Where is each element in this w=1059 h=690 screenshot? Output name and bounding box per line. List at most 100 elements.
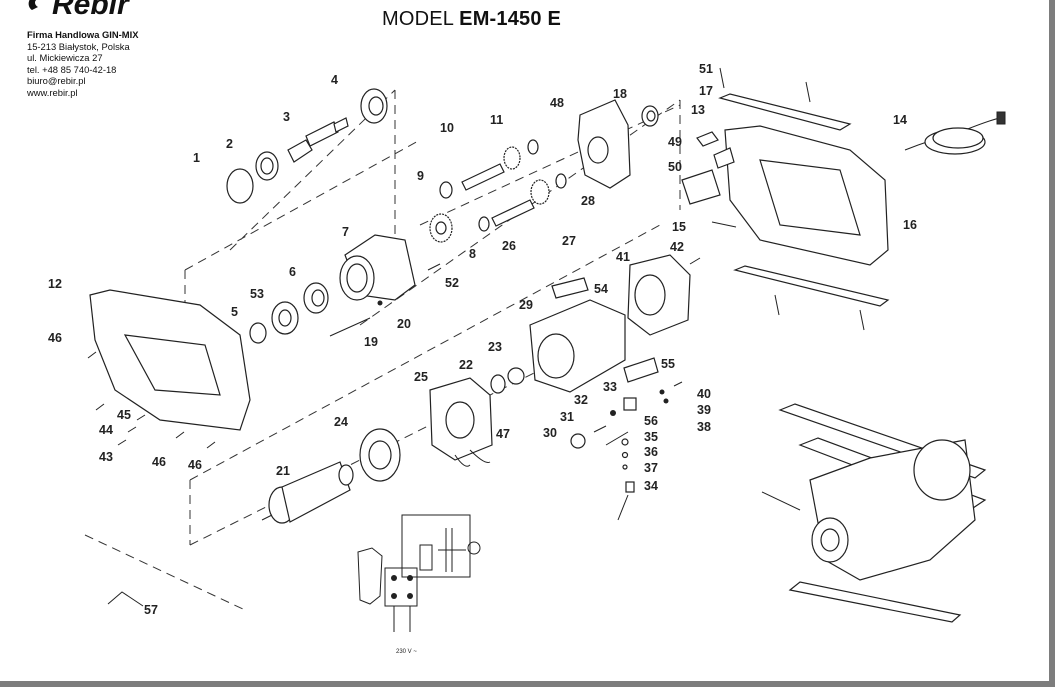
part-rear-cap: [627, 254, 691, 336]
label-part-18: 18: [613, 87, 627, 101]
company-email: biuro@rebir.pl: [27, 75, 86, 87]
part-bearing: [490, 367, 525, 394]
label-part-11: 11: [490, 113, 503, 127]
part-screws: [87, 351, 216, 449]
label-part-19: 19: [364, 335, 378, 349]
label-part-32: 32: [574, 393, 588, 407]
label-part-9: 9: [417, 169, 424, 183]
label-part-46b: 46: [152, 455, 166, 469]
company-address-1: 15-213 Białystok, Polska: [27, 40, 130, 52]
part-ring: [249, 322, 267, 344]
company-name: Firma Handlowa GIN-MIX: [27, 29, 139, 40]
label-part-28: 28: [581, 194, 595, 208]
label-part-51: 51: [699, 62, 713, 76]
label-part-13: 13: [691, 103, 705, 117]
label-part-27: 27: [562, 234, 576, 248]
part-handle-left: [89, 289, 251, 431]
label-part-3: 3: [283, 110, 290, 124]
label-part-20: 20: [397, 317, 411, 331]
label-part-41: 41: [616, 250, 630, 264]
model-name: EM-1450 E: [459, 8, 562, 30]
label-part-6: 6: [289, 265, 296, 279]
label-part-30: 30: [543, 426, 557, 440]
label-part-55: 55: [661, 357, 675, 371]
label-part-43: 43: [99, 450, 113, 464]
label-part-2: 2: [226, 137, 233, 151]
part-bearing: [303, 282, 329, 314]
label-part-52: 52: [445, 276, 459, 290]
part-bar: [718, 93, 890, 307]
label-part-17: 17: [699, 84, 713, 98]
label-part-50: 50: [668, 160, 682, 174]
label-part-26: 26: [502, 239, 516, 253]
part-stator: [429, 377, 493, 467]
label-part-47: 47: [496, 427, 510, 441]
voltage-label: 230 V ~: [396, 649, 417, 655]
label-part-5: 5: [231, 305, 238, 319]
label-part-12: 12: [48, 277, 62, 291]
model-title: MODEL EM-1450 E: [382, 8, 561, 31]
label-part-24: 24: [334, 415, 348, 429]
label-part-25: 25: [414, 370, 428, 384]
label-part-57: 57: [144, 603, 158, 617]
label-part-35: 35: [644, 430, 658, 444]
label-part-39: 39: [697, 403, 711, 417]
model-prefix: MODEL: [382, 8, 454, 30]
part-armature: [261, 461, 354, 524]
part-screw: [689, 257, 701, 265]
label-part-34: 34: [644, 479, 658, 493]
part-shaft-gear: [439, 139, 539, 199]
label-part-38: 38: [697, 420, 711, 434]
part-power-cable: [904, 111, 1006, 155]
label-part-49: 49: [668, 135, 682, 149]
label-part-8: 8: [469, 247, 476, 261]
part-second-shaft: [478, 173, 567, 232]
part-circlip: [226, 168, 254, 204]
company-info: Firma Handlowa GIN-MIX 15-213 Białystok,…: [27, 29, 138, 99]
part-screw: [711, 221, 737, 228]
label-part-10: 10: [440, 121, 454, 135]
label-part-23: 23: [488, 340, 502, 354]
part-labels: [551, 277, 659, 383]
label-part-33: 33: [603, 380, 617, 394]
part-bearing: [360, 88, 388, 124]
label-part-54: 54: [594, 282, 608, 296]
part-switch-assembly: [570, 381, 683, 521]
part-bearing: [641, 105, 659, 127]
label-part-53: 53: [250, 287, 264, 301]
part-screw: [329, 263, 441, 337]
company-website: www.rebir.pl: [27, 86, 78, 98]
rebir-logo: Rebir: [28, 0, 131, 20]
part-screws: [719, 67, 865, 331]
label-part-29: 29: [519, 298, 533, 312]
label-part-7: 7: [342, 225, 349, 239]
label-part-15: 15: [672, 220, 686, 234]
part-gear: [429, 213, 453, 243]
label-part-37: 37: [644, 461, 658, 475]
label-part-45: 45: [117, 408, 131, 422]
part-hex-key: [107, 591, 144, 607]
label-part-42: 42: [670, 240, 684, 254]
label-part-40: 40: [697, 387, 711, 401]
company-address-2: ul. Mickiewicza 27: [27, 52, 103, 64]
label-part-21: 21: [276, 464, 290, 478]
part-gear-cover: [577, 99, 631, 189]
label-part-14: 14: [893, 113, 907, 127]
svg-text:Rebir: Rebir: [52, 0, 131, 20]
label-part-36: 36: [644, 445, 658, 459]
part-washer: [271, 301, 299, 335]
label-part-22: 22: [459, 358, 473, 372]
assembled-mixer-illustration: [761, 403, 987, 623]
label-part-1: 1: [193, 151, 200, 165]
part-handle-right: [724, 125, 889, 266]
label-part-4: 4: [331, 73, 338, 87]
company-phone: tel. +48 85 740-42-18: [27, 63, 117, 75]
wiring-schematic: [357, 514, 481, 632]
part-fan-baffle: [359, 428, 401, 482]
label-part-56: 56: [644, 414, 658, 428]
part-washer: [255, 151, 279, 181]
label-part-48: 48: [550, 96, 564, 110]
label-part-31: 31: [560, 410, 574, 424]
